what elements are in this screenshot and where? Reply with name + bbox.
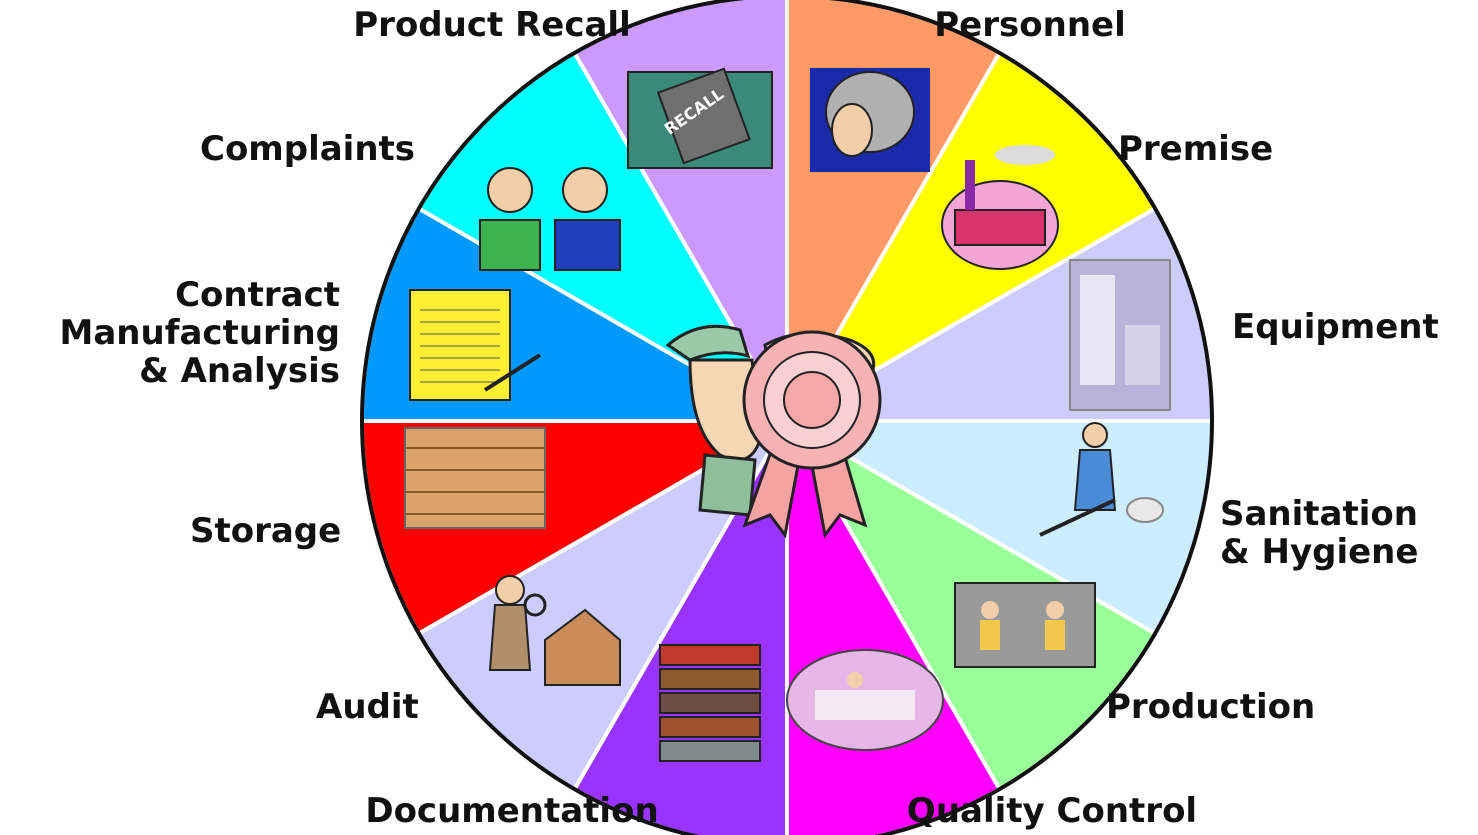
warehouse-shelves-icon — [404, 427, 546, 529]
laboratory-icon — [786, 649, 944, 751]
factory-building-icon — [941, 145, 1059, 270]
label-sanitation-hygiene: Sanitation & Hygiene — [1220, 494, 1419, 572]
label-personnel: Personnel — [934, 5, 1126, 45]
books-stack-icon — [659, 644, 761, 762]
center-emblem — [665, 324, 882, 539]
wheel-outline — [360, 0, 1214, 835]
production-workers-icon — [954, 582, 1096, 668]
worker-with-award-rosette-icon — [665, 324, 882, 539]
label-documentation: Documentation — [365, 791, 659, 831]
label-equipment: Equipment — [1232, 307, 1439, 347]
signed-contract-icon — [409, 289, 542, 401]
label-complaints: Complaints — [200, 129, 416, 169]
segment-pictures: RECALL — [404, 67, 1171, 762]
worker-with-hairnet-icon — [810, 68, 930, 172]
recall-box-icon: RECALL — [627, 67, 773, 169]
label-production: Production — [1106, 687, 1316, 727]
label-quality-control: Quality Control — [906, 791, 1198, 831]
cleaning-worker-icon — [1039, 422, 1164, 537]
label-audit: Audit — [316, 687, 419, 727]
arguing-men-icon — [479, 167, 621, 271]
label-contract-manufacturing-analysis: Contract Manufacturing & Analysis — [59, 275, 341, 391]
label-premise: Premise — [1118, 129, 1274, 169]
equipment-photo-icon — [1069, 259, 1171, 411]
inspector-magnifier-icon — [488, 575, 621, 686]
label-product-recall: Product Recall — [353, 5, 631, 45]
label-storage: Storage — [190, 511, 342, 551]
